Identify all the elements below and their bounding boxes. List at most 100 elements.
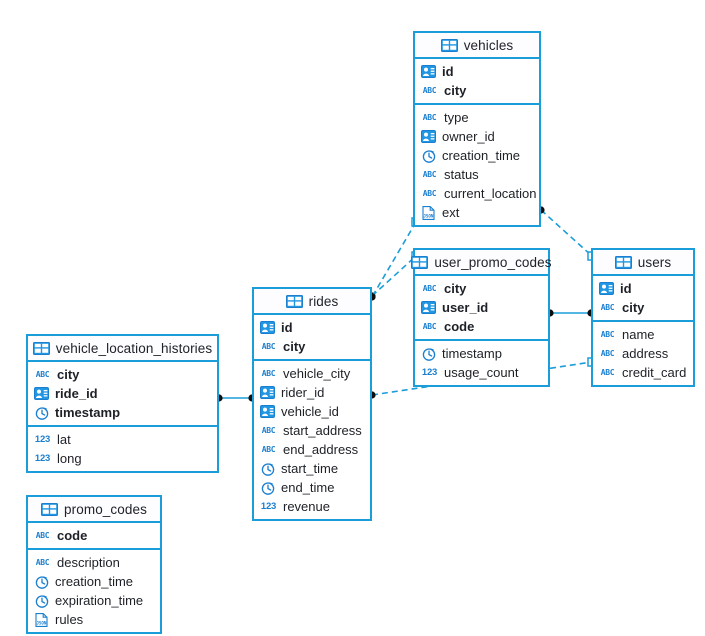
abc-icon: ABC [35, 370, 50, 379]
abc-icon: ABC [35, 558, 50, 567]
entity-title: promo_codes [64, 501, 147, 517]
column-row-vehicle_location_histories-ride_id[interactable]: ride_id [28, 384, 217, 403]
relationship-vehicle-location-histories-to-rides[interactable] [215, 394, 256, 402]
entity-header-rides[interactable]: rides [254, 289, 370, 315]
column-row-rides-vehicle_id[interactable]: vehicle_id [254, 402, 370, 421]
number-icon: 123 [34, 453, 51, 464]
column-row-promo_codes-expiration_time[interactable]: expiration_time [28, 591, 160, 610]
column-row-vehicles-creation_time[interactable]: creation_time [415, 146, 539, 165]
column-row-rides-id[interactable]: id [254, 318, 370, 337]
column-row-user_promo_codes-timestamp[interactable]: timestamp [415, 344, 548, 363]
column-row-users-credit_card[interactable]: ABC credit_card [593, 363, 693, 382]
column-row-vehicle_location_histories-city[interactable]: ABC city [28, 365, 217, 384]
clock-icon [34, 593, 49, 608]
id-card-icon [421, 300, 436, 315]
column-label: ext [442, 205, 460, 220]
number-icon: 123 [34, 434, 51, 445]
column-label: code [57, 528, 88, 543]
column-label: credit_card [622, 365, 687, 380]
abc-icon: ABC [422, 189, 437, 198]
abc-icon: ABC [35, 531, 50, 540]
column-row-promo_codes-creation_time[interactable]: creation_time [28, 572, 160, 591]
column-label: id [442, 64, 454, 79]
column-row-users-id[interactable]: id [593, 279, 693, 298]
relationship-user-promo-codes-to-users[interactable] [546, 309, 595, 317]
json-icon: JSON [34, 612, 49, 627]
column-label: start_address [283, 423, 362, 438]
entity-header-vehicle_location_histories[interactable]: vehicle_location_histories [28, 336, 217, 362]
column-row-rides-revenue[interactable]: 123 revenue [254, 497, 370, 516]
column-label: start_time [281, 461, 339, 476]
entity-header-promo_codes[interactable]: promo_codes [28, 497, 160, 523]
column-label: address [622, 346, 669, 361]
number-icon: 123 [260, 501, 277, 512]
column-row-vehicle_location_histories-timestamp[interactable]: timestamp [28, 403, 217, 422]
column-row-user_promo_codes-user_id[interactable]: user_id [415, 298, 548, 317]
entity-header-vehicles[interactable]: vehicles [415, 33, 539, 59]
column-row-vehicles-ext[interactable]: JSON ext [415, 203, 539, 222]
column-row-vehicles-owner_id[interactable]: owner_id [415, 127, 539, 146]
table-grid-icon [614, 255, 632, 269]
abc-icon: ABC [600, 303, 615, 312]
clock-icon [34, 574, 49, 589]
entity-header-user_promo_codes[interactable]: user_promo_codes [411, 250, 552, 276]
entity-title: user_promo_codes [434, 254, 552, 270]
abc-icon: ABC [422, 113, 437, 122]
column-label: timestamp [55, 405, 121, 420]
table-grid-icon [440, 38, 458, 52]
column-label: status [444, 167, 479, 182]
primary-key-group-promo_codes: ABC code [28, 523, 160, 548]
column-row-rides-rider_id[interactable]: rider_id [254, 383, 370, 402]
column-row-promo_codes-code[interactable]: ABC code [28, 526, 160, 545]
column-row-rides-start_time[interactable]: start_time [254, 459, 370, 478]
json-icon: JSON [421, 205, 436, 220]
entity-header-users[interactable]: users [593, 250, 693, 276]
column-label: rider_id [281, 385, 325, 400]
column-label: owner_id [442, 129, 495, 144]
column-label: creation_time [55, 574, 134, 589]
clock-icon [34, 405, 49, 420]
abc-icon: ABC [600, 368, 615, 377]
column-label: revenue [283, 499, 330, 514]
column-row-rides-end_time[interactable]: end_time [254, 478, 370, 497]
column-label: city [57, 367, 80, 382]
column-row-vehicles-id[interactable]: id [415, 62, 539, 81]
abc-icon: ABC [261, 369, 276, 378]
column-label: city [444, 281, 467, 296]
abc-icon: ABC [261, 342, 276, 351]
svg-text:JSON: JSON [36, 620, 47, 625]
entity-title: users [637, 254, 672, 270]
id-card-icon [421, 129, 436, 144]
column-label: end_address [283, 442, 359, 457]
id-card-icon [34, 386, 49, 401]
svg-text:JSON: JSON [423, 213, 434, 218]
